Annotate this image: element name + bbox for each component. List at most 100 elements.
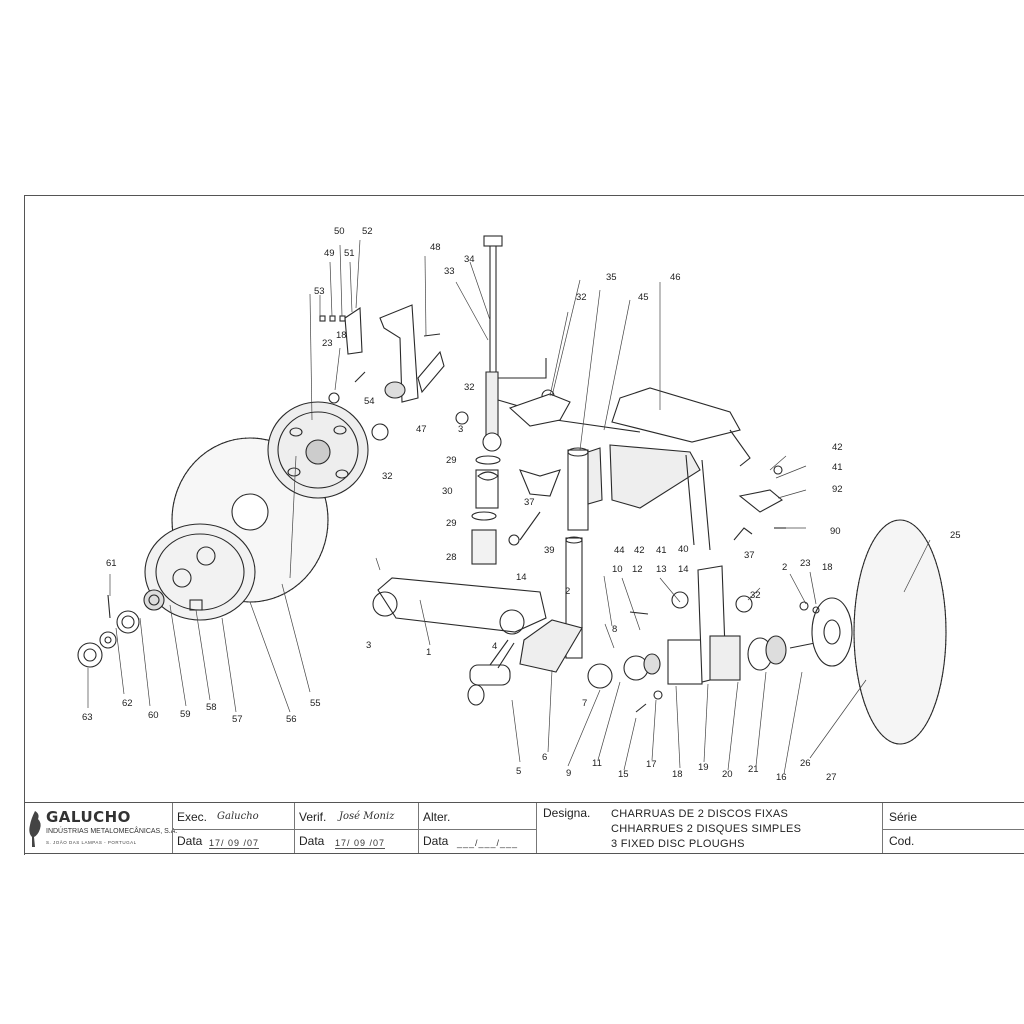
cod-label: Cod. <box>889 834 915 848</box>
callout-23: 23 <box>800 558 811 569</box>
designation-pt: CHARRUAS DE 2 DISCOS FIXAS <box>611 808 789 820</box>
callout-23: 23 <box>322 338 333 349</box>
main-frame-assembly <box>372 387 751 706</box>
callout-14: 14 <box>678 564 689 575</box>
callout-53: 53 <box>314 286 325 297</box>
callout-20: 20 <box>722 769 733 780</box>
designation-fr: CHHARRUES 2 DISQUES SIMPLES <box>611 823 802 835</box>
exec-cell: Exec. Galucho Data 17/ 09 /07 <box>172 803 294 853</box>
verif-signature: José Moniz <box>339 811 395 822</box>
upper-bracket-assembly <box>319 235 555 565</box>
callout-32: 32 <box>750 590 761 601</box>
callout-11: 11 <box>592 758 602 769</box>
callout-62: 62 <box>122 698 133 709</box>
verif-date: 17/ 09 /07 <box>335 838 386 849</box>
callout-33: 33 <box>444 266 455 277</box>
callout-50: 50 <box>334 226 345 237</box>
callout-19: 19 <box>698 762 709 773</box>
callout-49: 49 <box>324 248 335 259</box>
callout-32: 32 <box>382 471 393 482</box>
callout-3: 3 <box>366 640 371 651</box>
verif-label: Verif. <box>299 810 327 824</box>
alter-label: Alter. <box>423 810 451 824</box>
callout-27: 27 <box>826 772 837 783</box>
callout-45: 45 <box>638 292 649 303</box>
callout-90: 90 <box>830 526 841 537</box>
callout-2: 2 <box>782 562 787 573</box>
callout-41: 41 <box>656 545 667 556</box>
callout-60: 60 <box>148 710 159 721</box>
callout-37: 37 <box>744 550 755 561</box>
callout-41: 41 <box>832 462 843 473</box>
callout-52: 52 <box>362 226 373 237</box>
callout-55: 55 <box>310 698 321 709</box>
callout-18: 18 <box>336 330 347 341</box>
callout-15: 15 <box>618 769 629 780</box>
callout-35: 35 <box>606 272 617 283</box>
callout-54: 54 <box>364 396 375 407</box>
rooster-logo-icon <box>29 811 41 847</box>
leader-lines <box>87 239 931 775</box>
callout-5: 5 <box>516 766 521 777</box>
designation-en: 3 FIXED DISC PLOUGHS <box>611 838 745 850</box>
exec-label: Exec. <box>177 810 208 824</box>
title-block: GALUCHO INDÚSTRIAS METALOMECÂNICAS, S.A.… <box>24 802 1024 854</box>
callout-40: 40 <box>678 544 689 555</box>
callout-18: 18 <box>672 769 683 780</box>
callout-34: 34 <box>464 254 475 265</box>
callout-44: 44 <box>614 545 625 556</box>
callout-25: 25 <box>950 530 961 541</box>
callout-3: 3 <box>458 424 463 435</box>
callout-58: 58 <box>206 702 217 713</box>
callout-39: 39 <box>544 545 555 556</box>
callout-32: 32 <box>464 382 475 393</box>
drawing-sheet <box>24 195 1024 855</box>
alter-cell: Alter. Data ___/___/___ <box>418 803 536 853</box>
callout-12: 12 <box>632 564 643 575</box>
designation-cell: Designa. CHARRUAS DE 2 DISCOS FIXAS CHHA… <box>536 803 882 853</box>
callout-63: 63 <box>82 712 93 723</box>
callout-6: 6 <box>542 752 547 763</box>
exec-date: 17/ 09 /07 <box>209 838 260 849</box>
callout-30: 30 <box>442 486 453 497</box>
callout-92: 92 <box>832 484 843 495</box>
callout-42: 42 <box>634 545 645 556</box>
callout-4: 4 <box>492 641 497 652</box>
callout-56: 56 <box>286 714 297 725</box>
callout-32: 32 <box>576 292 587 303</box>
callout-29: 29 <box>446 455 457 466</box>
serie-cod-cell: Série Cod. <box>882 803 1024 853</box>
exec-signature: Galucho <box>217 811 259 822</box>
callout-26: 26 <box>800 758 811 769</box>
callout-16: 16 <box>776 772 787 783</box>
callout-57: 57 <box>232 714 243 725</box>
alter-date: ___/___/___ <box>457 838 519 848</box>
callout-59: 59 <box>180 709 191 720</box>
callout-51: 51 <box>344 248 355 259</box>
disc-assembly-left <box>77 371 389 668</box>
company-location: S. JOÃO DAS LAMPAS - PORTUGAL <box>46 840 137 845</box>
callout-18: 18 <box>822 562 833 573</box>
callout-42: 42 <box>832 442 843 453</box>
callout-2: 2 <box>565 586 570 597</box>
verif-cell: Verif. José Moniz Data 17/ 09 /07 <box>294 803 418 853</box>
company-full-name: INDÚSTRIAS METALOMECÂNICAS, S.A. <box>46 828 178 835</box>
callout-37: 37 <box>524 497 535 508</box>
callout-61: 61 <box>106 558 117 569</box>
callout-28: 28 <box>446 552 457 563</box>
callout-47: 47 <box>416 424 427 435</box>
callout-48: 48 <box>430 242 441 253</box>
callout-46: 46 <box>670 272 681 283</box>
callout-13: 13 <box>656 564 667 575</box>
callout-1: 1 <box>426 647 431 658</box>
exec-date-label: Data <box>177 834 203 848</box>
callout-7: 7 <box>582 698 587 709</box>
disc-assembly-right <box>587 465 947 745</box>
verif-date-label: Data <box>299 834 325 848</box>
designation-label: Designa. <box>543 806 591 820</box>
company-logo-cell: GALUCHO INDÚSTRIAS METALOMECÂNICAS, S.A.… <box>24 803 177 853</box>
alter-date-label: Data <box>423 834 449 848</box>
callout-21: 21 <box>748 764 759 775</box>
callout-14: 14 <box>516 572 527 583</box>
